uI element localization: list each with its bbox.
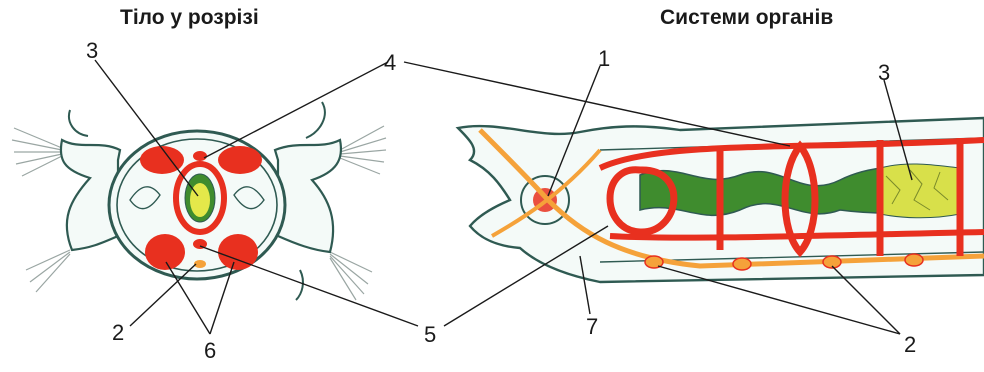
label-2-right: 2 bbox=[904, 332, 916, 357]
ventral-muscle-left bbox=[145, 234, 185, 270]
intestine-yellow-region bbox=[880, 164, 960, 218]
label-3-right: 3 bbox=[878, 60, 890, 85]
label-3-left: 3 bbox=[86, 38, 98, 63]
label-2-left: 2 bbox=[112, 320, 124, 345]
label-4: 4 bbox=[384, 50, 396, 75]
dorsal-muscle-right bbox=[218, 146, 262, 174]
label-5: 5 bbox=[424, 322, 436, 347]
cross-section-figure bbox=[12, 102, 386, 300]
organ-systems-figure bbox=[458, 118, 984, 282]
label-1: 1 bbox=[598, 46, 610, 71]
dorsal-vessel bbox=[193, 151, 207, 161]
label-7: 7 bbox=[586, 314, 598, 339]
label-6: 6 bbox=[204, 338, 216, 363]
